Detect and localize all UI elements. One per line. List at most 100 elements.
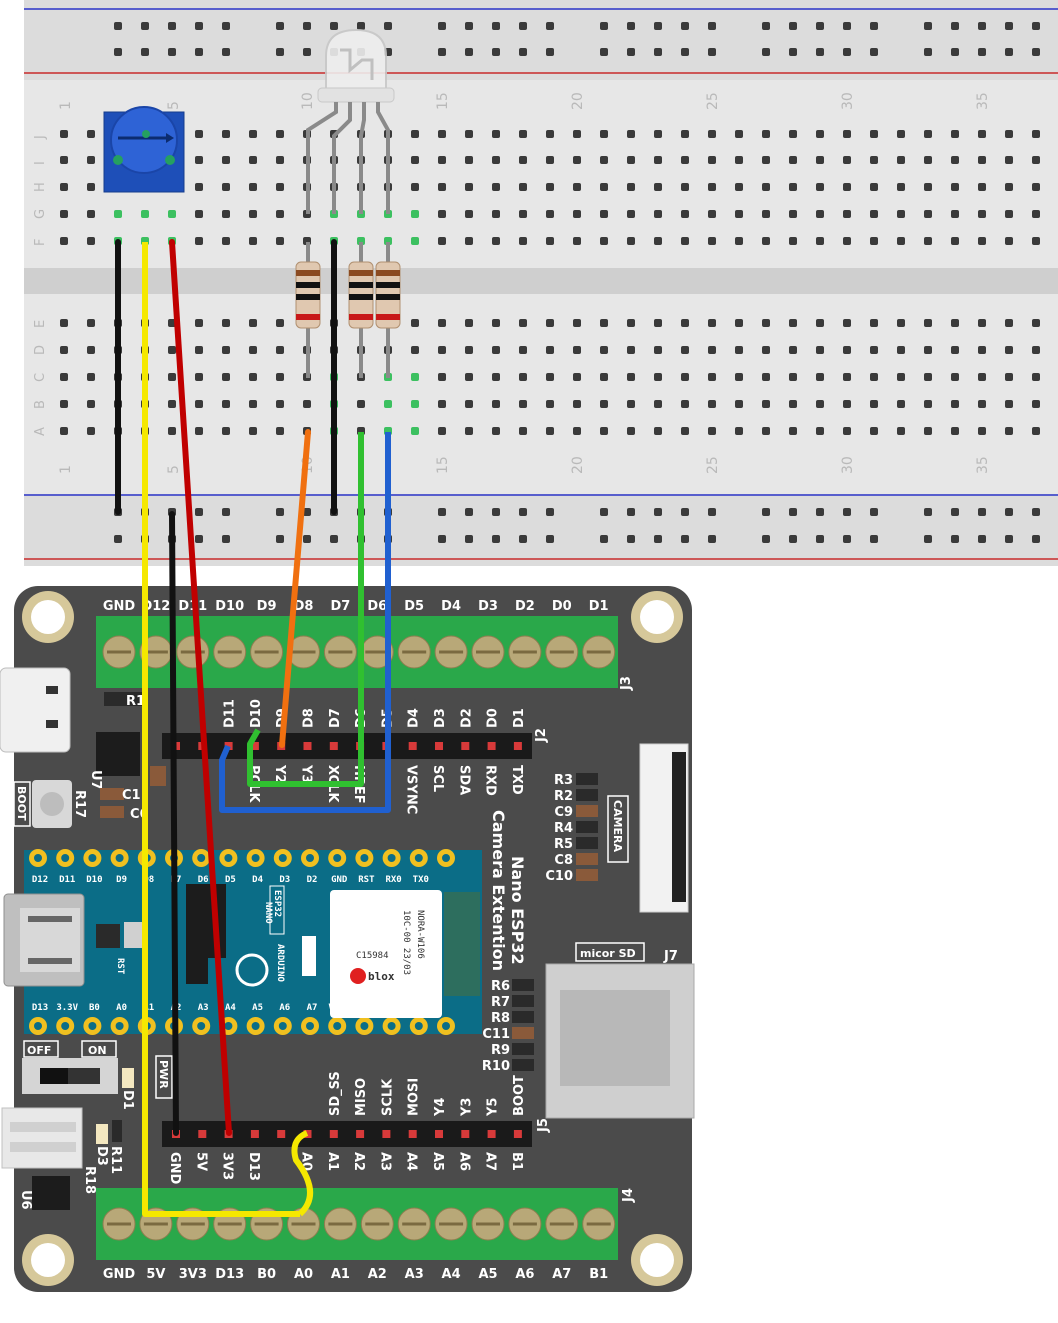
rail-hole[interactable] <box>168 22 176 30</box>
breadboard-hole[interactable] <box>627 130 635 138</box>
breadboard-hole[interactable] <box>357 400 365 408</box>
rail-hole[interactable] <box>951 508 959 516</box>
breadboard-hole[interactable] <box>195 319 203 327</box>
breadboard-hole[interactable] <box>1005 400 1013 408</box>
rail-hole[interactable] <box>600 48 608 56</box>
breadboard-hole[interactable] <box>546 156 554 164</box>
rail-hole[interactable] <box>762 508 770 516</box>
rail-hole[interactable] <box>762 535 770 543</box>
header-pin[interactable] <box>408 1130 417 1138</box>
breadboard-hole[interactable] <box>735 210 743 218</box>
wire-black-gnd[interactable] <box>169 511 179 1136</box>
rail-hole[interactable] <box>789 48 797 56</box>
breadboard-hole[interactable] <box>708 210 716 218</box>
breadboard-hole[interactable] <box>735 427 743 435</box>
breadboard-hole[interactable] <box>978 237 986 245</box>
breadboard-hole[interactable] <box>546 183 554 191</box>
breadboard-hole[interactable] <box>249 237 257 245</box>
breadboard-hole[interactable] <box>195 346 203 354</box>
breadboard-hole[interactable] <box>870 373 878 381</box>
breadboard-hole[interactable] <box>978 346 986 354</box>
breadboard-hole[interactable] <box>681 373 689 381</box>
breadboard-hole[interactable] <box>195 400 203 408</box>
breadboard-hole[interactable] <box>465 319 473 327</box>
breadboard-hole[interactable] <box>897 210 905 218</box>
breadboard-hole[interactable] <box>411 156 419 164</box>
breadboard-hole[interactable] <box>195 130 203 138</box>
rail-hole[interactable] <box>924 508 932 516</box>
rail-hole[interactable] <box>978 535 986 543</box>
breadboard-hole[interactable] <box>1032 319 1040 327</box>
breadboard-hole[interactable] <box>411 427 419 435</box>
breadboard-hole[interactable] <box>978 400 986 408</box>
rail-hole[interactable] <box>546 22 554 30</box>
breadboard-hole[interactable] <box>573 400 581 408</box>
breadboard-hole[interactable] <box>438 156 446 164</box>
breadboard-hole[interactable] <box>114 210 122 218</box>
breadboard-hole[interactable] <box>735 400 743 408</box>
breadboard-hole[interactable] <box>924 346 932 354</box>
rail-hole[interactable] <box>519 508 527 516</box>
breadboard-hole[interactable] <box>735 156 743 164</box>
breadboard-hole[interactable] <box>762 130 770 138</box>
breadboard-hole[interactable] <box>276 237 284 245</box>
header-pin[interactable] <box>198 1130 207 1138</box>
breadboard-hole[interactable] <box>492 346 500 354</box>
breadboard-hole[interactable] <box>627 210 635 218</box>
breadboard-hole[interactable] <box>573 156 581 164</box>
rail-hole[interactable] <box>222 48 230 56</box>
rail-hole[interactable] <box>519 535 527 543</box>
breadboard-hole[interactable] <box>465 130 473 138</box>
breadboard-hole[interactable] <box>60 319 68 327</box>
breadboard-hole[interactable] <box>195 156 203 164</box>
breadboard-hole[interactable] <box>816 130 824 138</box>
breadboard-hole[interactable] <box>924 183 932 191</box>
breadboard-hole[interactable] <box>816 346 824 354</box>
breadboard-hole[interactable] <box>951 373 959 381</box>
rail-hole[interactable] <box>465 535 473 543</box>
breadboard-hole[interactable] <box>168 373 176 381</box>
breadboard-hole[interactable] <box>411 319 419 327</box>
header-pin[interactable] <box>382 1130 391 1138</box>
breadboard-hole[interactable] <box>519 130 527 138</box>
rail-hole[interactable] <box>465 22 473 30</box>
breadboard-hole[interactable] <box>1005 373 1013 381</box>
breadboard-hole[interactable] <box>897 130 905 138</box>
header-pin[interactable] <box>408 742 417 750</box>
breadboard-hole[interactable] <box>600 319 608 327</box>
breadboard-hole[interactable] <box>870 183 878 191</box>
rail-hole[interactable] <box>492 508 500 516</box>
breadboard-hole[interactable] <box>762 427 770 435</box>
rail-hole[interactable] <box>465 508 473 516</box>
breadboard-hole[interactable] <box>627 373 635 381</box>
rail-hole[interactable] <box>762 22 770 30</box>
breadboard-hole[interactable] <box>843 210 851 218</box>
rail-hole[interactable] <box>1005 22 1013 30</box>
nano-reset-button[interactable] <box>124 922 146 948</box>
breadboard-hole[interactable] <box>60 156 68 164</box>
breadboard-hole[interactable] <box>87 400 95 408</box>
breadboard-hole[interactable] <box>951 319 959 327</box>
header-pin[interactable] <box>356 1130 365 1138</box>
breadboard-hole[interactable] <box>735 183 743 191</box>
rail-hole[interactable] <box>600 22 608 30</box>
breadboard-hole[interactable] <box>465 210 473 218</box>
header-pin[interactable] <box>461 742 470 750</box>
breadboard-hole[interactable] <box>654 237 662 245</box>
breadboard-hole[interactable] <box>249 210 257 218</box>
breadboard-hole[interactable] <box>978 210 986 218</box>
header-pin[interactable] <box>329 1130 338 1138</box>
rail-hole[interactable] <box>195 508 203 516</box>
rail-hole[interactable] <box>303 22 311 30</box>
rail-hole[interactable] <box>654 535 662 543</box>
breadboard-hole[interactable] <box>600 183 608 191</box>
breadboard-hole[interactable] <box>1032 156 1040 164</box>
breadboard-hole[interactable] <box>816 210 824 218</box>
breadboard-hole[interactable] <box>735 319 743 327</box>
breadboard-hole[interactable] <box>546 346 554 354</box>
breadboard-hole[interactable] <box>546 237 554 245</box>
breadboard-hole[interactable] <box>465 400 473 408</box>
rail-hole[interactable] <box>330 535 338 543</box>
breadboard-hole[interactable] <box>924 156 932 164</box>
breadboard-hole[interactable] <box>789 130 797 138</box>
